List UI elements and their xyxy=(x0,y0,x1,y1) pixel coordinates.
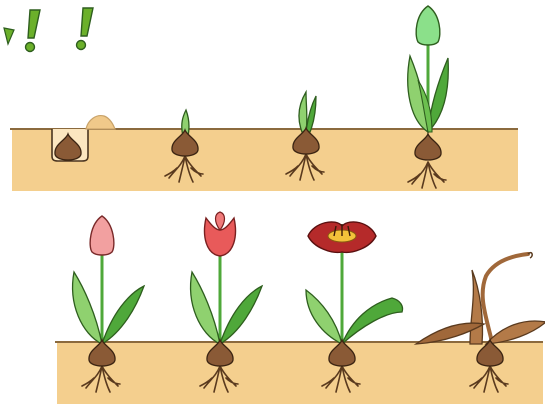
soil-row-2 xyxy=(55,342,543,404)
exclamation-icon xyxy=(26,10,41,52)
exclamation-icon xyxy=(77,8,94,50)
exclamation-marks xyxy=(4,8,93,52)
